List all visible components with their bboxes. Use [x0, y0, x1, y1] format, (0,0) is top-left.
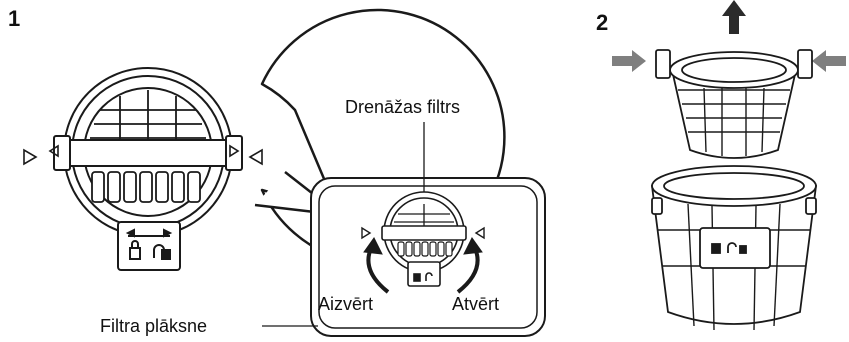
lock-closed-icon — [129, 240, 141, 260]
drain-filter-small — [381, 191, 467, 287]
close-label: Aizvērt — [318, 294, 374, 314]
drain-filter-label: Drenāžas filtrs — [345, 97, 461, 117]
filter-basket — [650, 165, 818, 331]
step-number-2: 2 — [596, 10, 609, 35]
drain-filter-zoomed — [53, 67, 243, 271]
triangle-marker-icon — [361, 226, 485, 240]
open-label: Atvērt — [452, 294, 500, 314]
drain-filter-lifted — [655, 49, 813, 159]
triangle-marker-icon — [23, 144, 263, 166]
step-number-1: 1 — [8, 6, 21, 31]
curved-arrow-icon — [363, 237, 483, 294]
lift-arrow-icon — [722, 0, 746, 34]
lock-open-icon — [153, 244, 171, 260]
filter-plate-label: Filtra plāksne — [100, 316, 208, 336]
push-arrow-icon — [612, 50, 846, 72]
